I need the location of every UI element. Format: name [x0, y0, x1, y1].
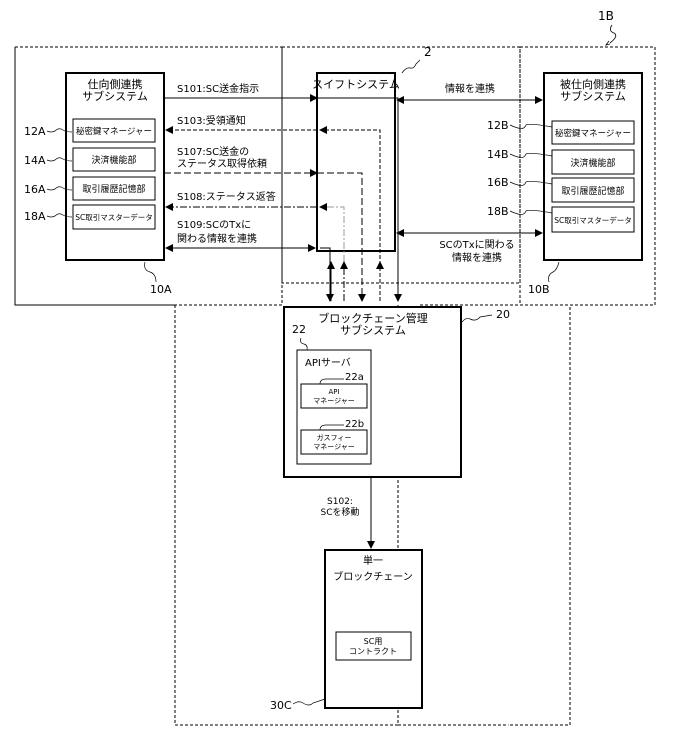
ref-label: 14B	[487, 148, 509, 161]
left-component-refs: 12A 14A 16A 18A	[24, 125, 46, 223]
s107-label-2: ステータス取得依頼	[177, 157, 267, 170]
right-component-refs: 12B 14B 16B 18B	[487, 119, 509, 218]
s109-label-1: S109:SCのTxに	[177, 219, 251, 231]
ref-label: 12B	[487, 119, 509, 132]
right-component-label: SC取引マスターデータ	[554, 215, 632, 225]
s109-label-2: 関わる情報を連携	[177, 232, 257, 245]
gas-fee-manager-label-1: ガスフィー	[317, 433, 352, 442]
ref-label: 14A	[24, 154, 46, 167]
s101-label: S101:SC送金指示	[177, 82, 259, 95]
sc-contract-box[interactable]	[335, 631, 412, 661]
single-blockchain-title-1: 単一	[363, 554, 383, 567]
api-manager-box[interactable]	[300, 383, 368, 409]
ref-label: 16B	[487, 176, 509, 189]
right-subsystem-ref: 10B	[528, 283, 550, 296]
right-component-label: 決済機能部	[570, 157, 615, 169]
sc-contract-label-2: コントラクト	[349, 647, 397, 656]
sc-tx-link-label-1: SCのTxに関わる	[439, 239, 514, 251]
lower-boundary	[174, 305, 571, 726]
blockchain-mgmt-title-2: サブシステム	[340, 323, 406, 337]
left-component-label: 秘密鍵マネージャー	[76, 126, 152, 137]
api-server-ref: 22	[292, 323, 306, 336]
right-subsystem-title-1: 被仕向側連携	[560, 77, 626, 91]
left-components: 秘密鍵マネージャー 決済機能部 取引履歴記憶部 SC取引マスターデータ	[72, 118, 156, 230]
figure-ref-leader	[609, 24, 617, 44]
swift-system-title: スイフトシステム	[312, 78, 400, 91]
api-manager-label-2: マネージャー	[313, 397, 355, 405]
left-component-label: SC取引マスターデータ	[75, 212, 153, 222]
s103-label: S103:受領通知	[177, 114, 246, 127]
left-component-box-16a[interactable]	[72, 176, 156, 201]
swift-region-boundary	[281, 46, 521, 284]
swift-system-ref: 2	[424, 45, 432, 59]
sc-tx-link-label-2: 情報を連携	[452, 251, 502, 264]
s109-down-arrow	[320, 247, 334, 302]
left-ref-leaders	[46, 128, 73, 218]
right-components: 秘密鍵マネージャー 決済機能部 取引履歴記憶部 SC取引マスターデータ	[551, 120, 635, 233]
info-link-label: 情報を連携	[445, 82, 495, 95]
left-component-box-18a[interactable]	[72, 204, 156, 230]
api-server-title: APIサーバ	[305, 357, 351, 369]
ref-label: 16A	[24, 183, 46, 196]
blockchain-mgmt-ref: 20	[496, 308, 510, 321]
right-component-label: 秘密鍵マネージャー	[555, 128, 631, 139]
sc-contract-label-1: SC用	[364, 637, 383, 646]
blockchain-mgmt-title-1: ブロックチェーン管理	[318, 311, 427, 325]
figure-ref-label: 1B	[598, 9, 614, 23]
left-component-label: 取引履歴記憶部	[82, 183, 145, 195]
gas-fee-manager-box[interactable]	[300, 429, 368, 455]
s108-label: S108:ステータス返答	[177, 190, 276, 203]
swift-system-box[interactable]	[316, 72, 396, 252]
left-component-box-12a[interactable]	[72, 118, 156, 143]
right-component-label: 取引履歴記憶部	[561, 185, 624, 197]
single-blockchain-title-2: ブロックチェーン	[333, 570, 413, 583]
left-component-box-14a[interactable]	[72, 147, 156, 172]
right-component-box-14b[interactable]	[551, 149, 635, 175]
s107-down-arrow	[317, 172, 366, 302]
right-ref-leaders	[509, 123, 553, 215]
single-blockchain-box[interactable]	[324, 549, 423, 709]
api-manager-ref: 22a	[345, 372, 364, 383]
s107-label-1: S107:SC送金の	[177, 145, 249, 158]
api-manager-label-1: API	[328, 388, 339, 396]
left-subsystem-ref: 10A	[150, 283, 172, 296]
left-component-label: 決済機能部	[91, 154, 136, 166]
right-component-box-18b[interactable]	[551, 206, 635, 233]
ref-label: 12A	[24, 125, 46, 138]
left-region-boundary	[14, 46, 283, 306]
s103-up-line	[319, 126, 381, 301]
single-blockchain-ref: 30C	[270, 699, 292, 712]
right-subsystem-title-2: サブシステム	[560, 89, 626, 103]
right-component-box-16b[interactable]	[551, 177, 635, 203]
ref-label: 18A	[24, 210, 46, 223]
gas-fee-manager-label-2: マネージャー	[313, 443, 355, 451]
ref-label: 18B	[487, 205, 509, 218]
gas-fee-manager-ref: 22b	[345, 419, 364, 430]
right-component-box-12b[interactable]	[551, 120, 635, 145]
s102-label-1: S102:	[327, 497, 353, 507]
s102-label-2: SCを移動	[321, 506, 360, 518]
left-subsystem-title-1: 仕向側連携	[88, 77, 143, 91]
left-subsystem-title-2: サブシステム	[82, 89, 148, 103]
